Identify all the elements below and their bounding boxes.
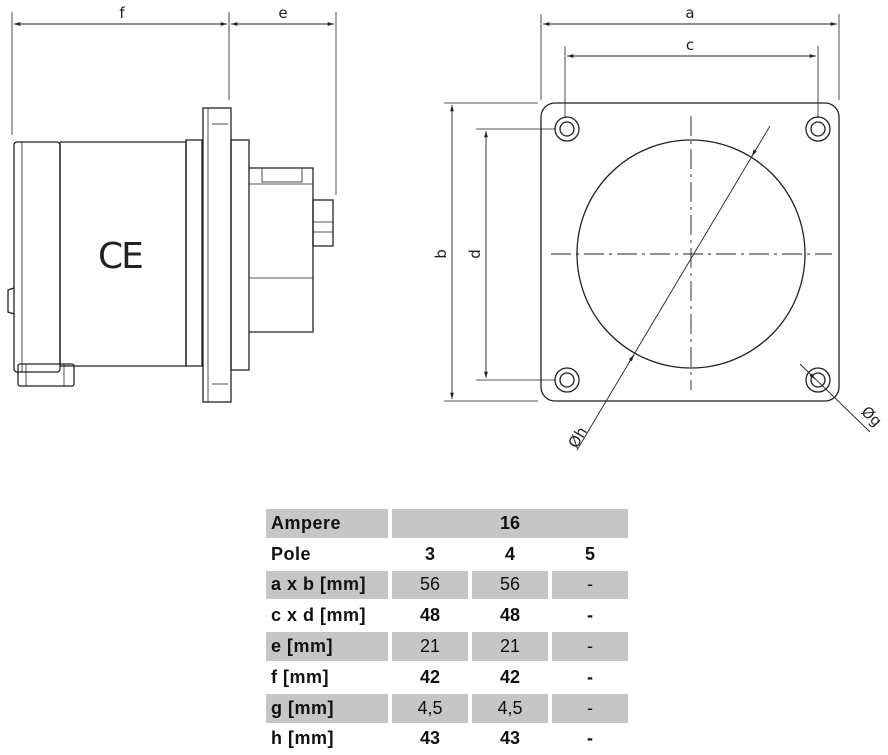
cell-value: 56 (392, 570, 472, 602)
ce-mark: CE (98, 236, 142, 277)
cell-value: 21 (392, 632, 472, 663)
dim-g-line (799, 363, 871, 433)
front-view (444, 14, 871, 451)
table-row: h [mm] 43 43 - (266, 724, 628, 755)
table-row-pole: Pole 3 4 5 (266, 539, 628, 571)
cell-value: 4,5 (472, 693, 552, 725)
dim-f-label: f (119, 4, 125, 22)
ampere-value: 16 (392, 509, 628, 540)
row-label: a x b [mm] (266, 570, 392, 602)
cell-value: 43 (392, 724, 472, 755)
hole-bottom-left (554, 367, 580, 393)
row-label: e [mm] (266, 632, 392, 663)
dim-b-label: b (432, 249, 450, 259)
dim-d-label: d (466, 249, 484, 259)
cell-value: - (552, 724, 628, 755)
pole-value: 5 (552, 539, 628, 571)
hole-top-right (805, 116, 831, 142)
table-row-ampere: Ampere 16 (266, 509, 628, 540)
hole-top-left (554, 116, 580, 142)
cell-value: - (552, 662, 628, 694)
cell-value: 48 (472, 601, 552, 633)
table-row: g [mm] 4,5 4,5 - (266, 693, 628, 725)
side-view (7, 12, 337, 403)
hole-bottom-right (805, 367, 831, 393)
row-label: g [mm] (266, 693, 392, 725)
cell-value: 48 (392, 601, 472, 633)
row-label: Ampere (266, 509, 392, 540)
cell-value: - (552, 693, 628, 725)
row-label: h [mm] (266, 724, 392, 755)
cell-value: 42 (392, 662, 472, 694)
dim-a-label: a (685, 4, 694, 22)
cell-value: 21 (472, 632, 552, 663)
dim-c-label: c (686, 36, 694, 54)
table-row: f [mm] 42 42 - (266, 662, 628, 694)
dim-e-label: e (278, 4, 287, 22)
cell-value: - (552, 570, 628, 602)
cell-value: - (552, 632, 628, 663)
spec-table: Ampere 16 Pole 3 4 5 a x b [mm] 56 56 - … (266, 509, 628, 755)
cell-value: 4,5 (392, 693, 472, 725)
row-label: c x d [mm] (266, 601, 392, 633)
row-label: f [mm] (266, 662, 392, 694)
cell-value: 56 (472, 570, 552, 602)
table-row: c x d [mm] 48 48 - (266, 601, 628, 633)
mounting-plate (540, 102, 840, 402)
dim-g-label: Øg (858, 403, 886, 431)
technical-drawing: f e CE a c (7, 4, 886, 452)
cell-value: - (552, 601, 628, 633)
pole-value: 4 (472, 539, 552, 571)
dim-h-line (576, 125, 771, 451)
cell-value: 42 (472, 662, 552, 694)
cell-value: 43 (472, 724, 552, 755)
dim-h-label: Øh (565, 424, 591, 452)
table-row: e [mm] 21 21 - (266, 632, 628, 663)
row-label: Pole (266, 539, 392, 571)
table-row: a x b [mm] 56 56 - (266, 570, 628, 602)
pole-value: 3 (392, 539, 472, 571)
